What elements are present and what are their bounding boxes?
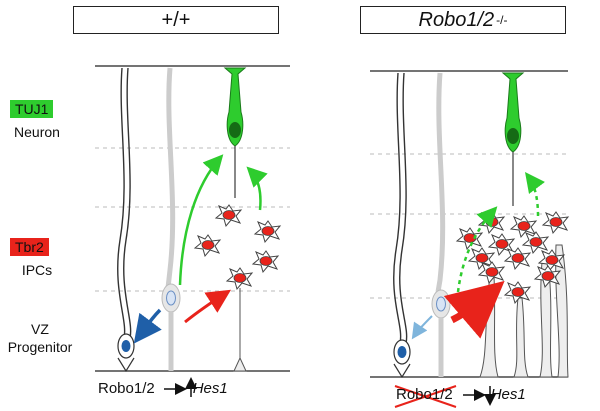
- neuron-cell-right: [501, 72, 525, 206]
- radial-glia-dark: [117, 67, 135, 373]
- ipc-label: IPCs: [21, 262, 53, 278]
- panel-title-knockout: Robo1/2-/-: [360, 6, 566, 34]
- knockout-superscript: -/-: [496, 13, 508, 27]
- wildtype-label: +/+: [161, 8, 191, 31]
- dashed-green-arrow-2: [525, 171, 545, 217]
- radial-glia-light-right: [431, 72, 451, 377]
- progenitor-label: VZ Progenitor: [5, 320, 75, 356]
- right-panel: [370, 70, 569, 379]
- tuj1-marker: TUJ1: [10, 100, 54, 118]
- right-gene-label: Robo1/2: [396, 386, 453, 403]
- blue-self-renewal-arrow: [133, 308, 162, 344]
- right-target-gene: Hes1: [490, 386, 526, 403]
- neuron-cell: [223, 67, 247, 198]
- left-pathway-text: Robo1/2 Hes1: [98, 380, 228, 397]
- bottom-arrows: [164, 377, 496, 406]
- right-pathway-text: Robo1/2 Hes1: [396, 386, 526, 403]
- knockout-label: Robo1/2: [418, 8, 495, 31]
- red-ipc-arrow: [184, 289, 232, 324]
- left-gene-label: Robo1/2: [98, 380, 155, 397]
- panel-title-wildtype: +/+: [73, 6, 279, 34]
- progenitor-text: Progenitor: [7, 339, 73, 355]
- green-ipc-to-neuron-arrow: [246, 166, 268, 211]
- ipc-cells: [194, 204, 281, 372]
- left-target-gene: Hes1: [192, 380, 228, 397]
- ipc-cells-right: [456, 211, 569, 304]
- thick-red-ipc-arrow: [443, 280, 505, 339]
- left-panel: [95, 65, 290, 373]
- tbr2-marker: Tbr2: [10, 238, 49, 256]
- red-cross-out: [394, 385, 457, 408]
- green-differentiation-arrow: [178, 154, 224, 286]
- neuron-label: Neuron: [14, 124, 60, 140]
- radial-glia-light: [161, 67, 181, 371]
- light-blue-self-renewal-arrow: [411, 315, 433, 340]
- vz-label: VZ: [31, 321, 49, 337]
- radial-glia-dark-right: [393, 72, 411, 379]
